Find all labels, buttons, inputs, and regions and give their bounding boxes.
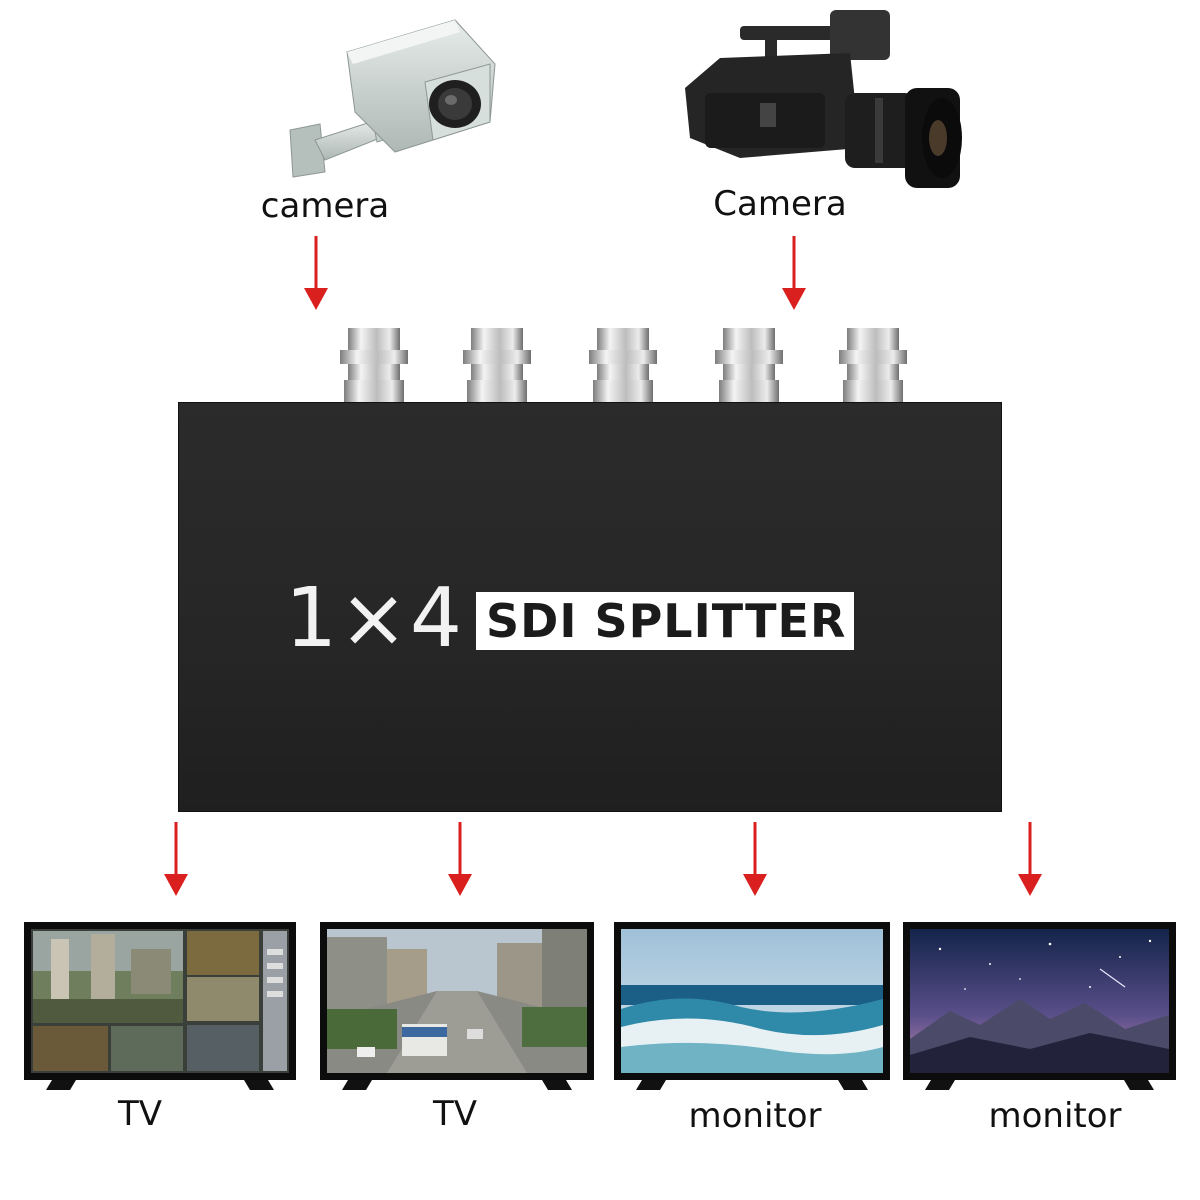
arrow-down-icon bbox=[743, 822, 767, 896]
output-label-4: monitor bbox=[988, 1096, 1122, 1136]
cctv-camera-icon bbox=[289, 19, 496, 178]
monitor-icon bbox=[614, 922, 890, 1080]
monitor-icon bbox=[903, 922, 1176, 1080]
monitor-stand bbox=[636, 1080, 868, 1090]
bnc-connector-4 bbox=[715, 328, 783, 404]
arrow-down-icon bbox=[164, 822, 188, 896]
bnc-connectors bbox=[340, 328, 907, 404]
monitor-stand bbox=[925, 1080, 1154, 1090]
tv-stand bbox=[342, 1080, 572, 1090]
tv-icon bbox=[24, 922, 296, 1080]
product-name: SDI SPLITTER bbox=[476, 592, 855, 650]
bnc-connector-3 bbox=[589, 328, 657, 404]
tv-stand bbox=[46, 1080, 274, 1090]
input-label-2: Camera bbox=[713, 184, 847, 224]
input-label-1: camera bbox=[260, 186, 390, 226]
bnc-connector-5 bbox=[839, 328, 907, 404]
arrow-down-icon bbox=[304, 236, 328, 310]
output-label-3: monitor bbox=[688, 1096, 822, 1136]
tv-icon bbox=[320, 922, 594, 1080]
bnc-connector-2 bbox=[463, 328, 531, 404]
arrow-down-icon bbox=[782, 236, 806, 310]
output-label-1: TV bbox=[117, 1094, 163, 1134]
model-text: 1×4 bbox=[285, 571, 465, 666]
arrow-down-icon bbox=[448, 822, 472, 896]
bnc-connector-1 bbox=[340, 328, 408, 404]
broadcast-camera-icon bbox=[685, 10, 962, 188]
arrow-down-icon bbox=[1018, 822, 1042, 896]
output-label-2: TV bbox=[432, 1094, 478, 1134]
